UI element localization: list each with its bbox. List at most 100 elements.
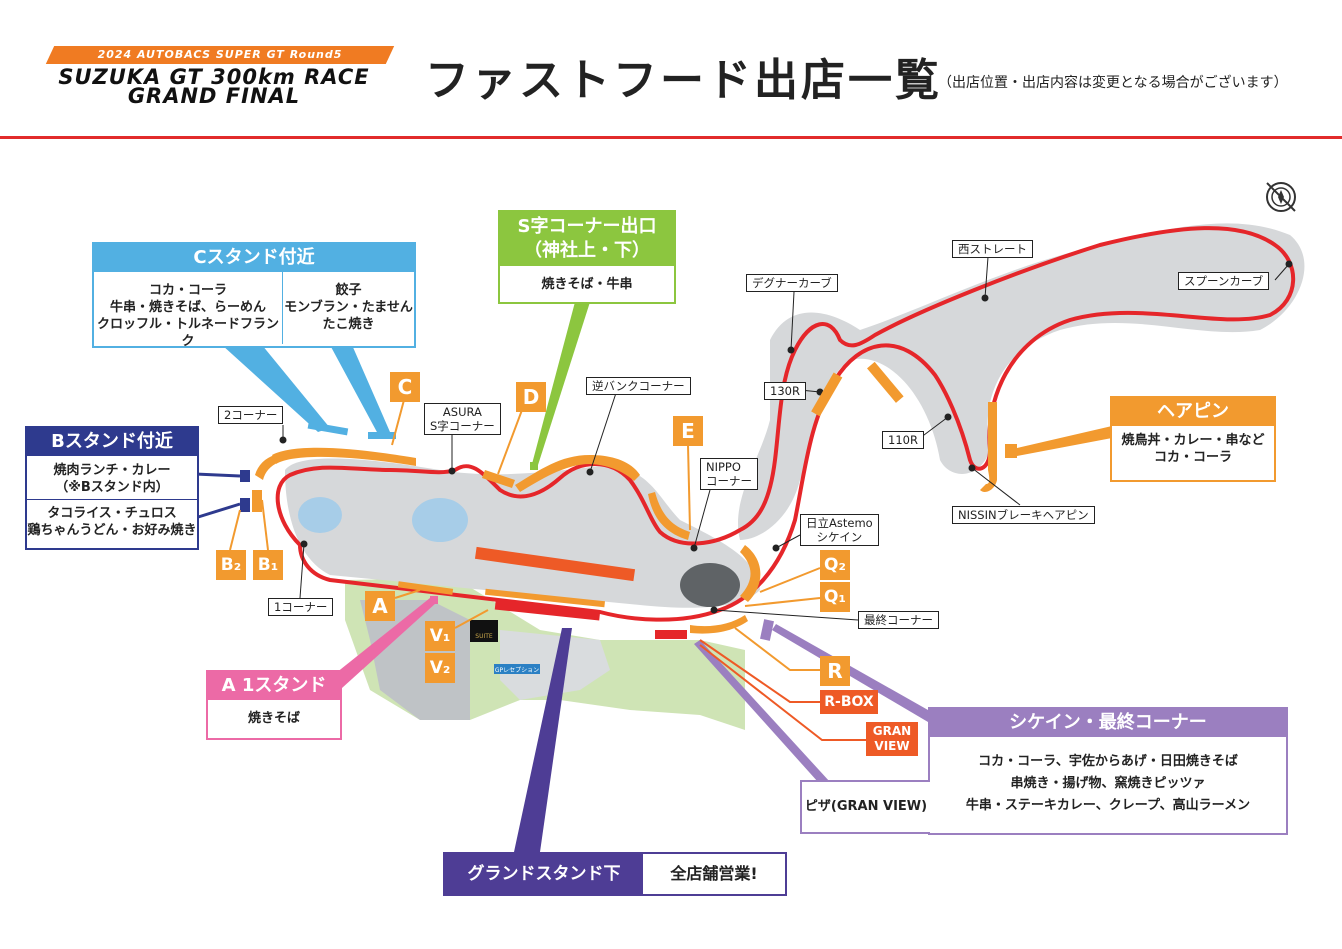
c-stand-list-right: 餃子 モンブラン・たません たこ焼き (284, 283, 413, 332)
marker-r-box[interactable]: R-BOX (820, 690, 878, 714)
s-curve-box: S字コーナー出口 （神社上・下） 焼きそば・牛串 (498, 210, 676, 304)
gp-reception-text: GPレセプション (495, 667, 539, 674)
pizza-box: ピザ(GRAN VIEW) (800, 780, 930, 834)
a-stand-marker (397, 581, 454, 595)
grandstand-body: 全店舗営業! (670, 864, 758, 883)
marker-v1[interactable]: V₁ (425, 621, 455, 651)
s-curve-list: 焼きそば・牛串 (541, 277, 633, 292)
marker-a[interactable]: A (365, 591, 395, 621)
marker-v2[interactable]: V₂ (425, 653, 455, 683)
b-stand-box: Bスタンド付近 焼肉ランチ・カレー （※Bスタンド内） タコライス・チュロス 鶏… (25, 426, 199, 550)
hairpin-stall (1005, 444, 1017, 458)
grandstand-title: グランドスタンド下 (445, 854, 643, 894)
c-callout-wedge-1 (222, 345, 330, 432)
b-stall-2 (240, 498, 250, 512)
reverse-bank-label: 逆バンクコーナー (586, 377, 691, 395)
logo-line-2: GRAND FINAL (127, 84, 301, 108)
b2-line (229, 509, 241, 551)
b-callout-line-1 (194, 472, 241, 478)
c-stall-2 (368, 432, 396, 439)
leader-corner1 (299, 543, 305, 599)
suite-text: SUITE (475, 633, 493, 640)
grandstand-callout-wedge (514, 628, 572, 852)
marker-d[interactable]: D (516, 382, 546, 412)
chicane-callout-wedge (772, 624, 928, 722)
back-section-area (737, 223, 1305, 541)
marker-r[interactable]: R (820, 656, 850, 686)
leader-astemo (775, 534, 801, 549)
d-stand-marker (482, 470, 515, 488)
pond-2 (412, 498, 468, 542)
c-stand-box: Cスタンド付近 コカ・コーラ 牛串・焼きそば、らーめん クロッフル・トルネードフ… (92, 242, 416, 349)
hairpin-callout-wedge (1017, 426, 1112, 456)
marker-b1[interactable]: B₁ (253, 550, 283, 580)
c-stand-title: Cスタンド付近 (94, 244, 414, 272)
r-line (734, 627, 820, 671)
degner-stand-2 (867, 361, 904, 403)
s-curve-title: S字コーナー出口 （神社上・下） (500, 212, 674, 266)
a1-callout-wedge (336, 598, 436, 688)
c-marker-line (391, 399, 405, 446)
e-stand-marker (648, 492, 690, 540)
gp-reception-badge (494, 664, 540, 674)
a-marker-line (394, 589, 421, 599)
b1-line (261, 499, 269, 551)
chicane-stand (740, 545, 761, 602)
grandstand-block-1 (494, 599, 601, 621)
chicane-title: シケイン・最終コーナー (930, 709, 1286, 737)
d-callout-line (497, 409, 523, 475)
leader-degner (790, 291, 795, 351)
gran-view-line-2: VIEW (874, 739, 910, 753)
hairpin-stand (980, 402, 997, 492)
leader-nippo (693, 489, 711, 549)
leader-spoon (1274, 263, 1290, 281)
v1-line (454, 609, 489, 629)
degner-label: デグナーカーブ (746, 274, 838, 292)
b-callout-line-2 (194, 502, 241, 520)
marker-q1[interactable]: Q₁ (820, 582, 850, 612)
e-callout-line (687, 444, 691, 531)
chicane-stall (760, 619, 774, 641)
spoon-label: スプーンカーブ (1178, 272, 1270, 290)
pizza-callout-wedge (694, 640, 830, 782)
marker-b2[interactable]: B₂ (216, 550, 246, 580)
astemo-label: 日立Astemo シケイン (800, 514, 879, 546)
marker-e[interactable]: E (673, 416, 703, 446)
pond-3 (680, 563, 740, 607)
header-divider (0, 136, 1342, 139)
pond-1 (298, 497, 342, 533)
rbox-line (699, 639, 820, 703)
west-straight-label: 西ストレート (952, 240, 1033, 258)
event-logo: 2024 AUTOBACS SUPER GT Round5 SUZUKA GT … (36, 46, 395, 108)
marker-gran-view[interactable]: GRAN VIEW (866, 722, 918, 756)
nissin-label: NISSINブレーキヘアピン (952, 506, 1095, 524)
a1-stand-box: A 1スタンド 焼きそば (206, 670, 342, 740)
s-curve-stall (530, 462, 538, 470)
r110-label: 110R (882, 431, 924, 449)
chicane-list: コカ・コーラ、宇佐からあげ・日田焼きそば 串焼き・揚げ物、窯焼きピッツァ 牛串・… (965, 754, 1251, 813)
hairpin-box: ヘアピン 焼鳥丼・カレー・串など コカ・コーラ (1110, 396, 1276, 482)
v-stand-marker (485, 588, 605, 608)
b-stand-list-1: 焼肉ランチ・カレー （※Bスタンド内） (27, 456, 197, 500)
b-stall-1 (240, 470, 250, 482)
corner2-label: 2コーナー (218, 406, 284, 424)
leader-nissin (971, 467, 1021, 506)
disclaimer-note: （出店位置・出店内容は変更となる場合がございます） (938, 75, 1288, 91)
r130-label: 130R (764, 382, 806, 400)
grandstand-stalls (474, 546, 636, 582)
s-callout-wedge (532, 302, 590, 465)
marker-c[interactable]: C (390, 372, 420, 402)
hairpin-list: 焼鳥丼・カレー・串など コカ・コーラ (1121, 433, 1265, 465)
granview-line (699, 644, 866, 741)
marker-q2[interactable]: Q₂ (820, 550, 850, 580)
final-stand (690, 615, 748, 634)
a1-stall (430, 596, 438, 604)
gran-view-line-1: GRAN (872, 724, 912, 738)
c-stand-list-left: コカ・コーラ 牛串・焼きそば、らーめん クロッフル・トルネードフランク (94, 272, 283, 349)
leader-110r (919, 416, 949, 439)
logo-line-1: SUZUKA GT 300km RACE (58, 65, 370, 89)
nippo-label: NIPPO コーナー (700, 458, 758, 490)
s-curve-stand (515, 455, 640, 492)
hairpin-title: ヘアピン (1112, 398, 1274, 426)
